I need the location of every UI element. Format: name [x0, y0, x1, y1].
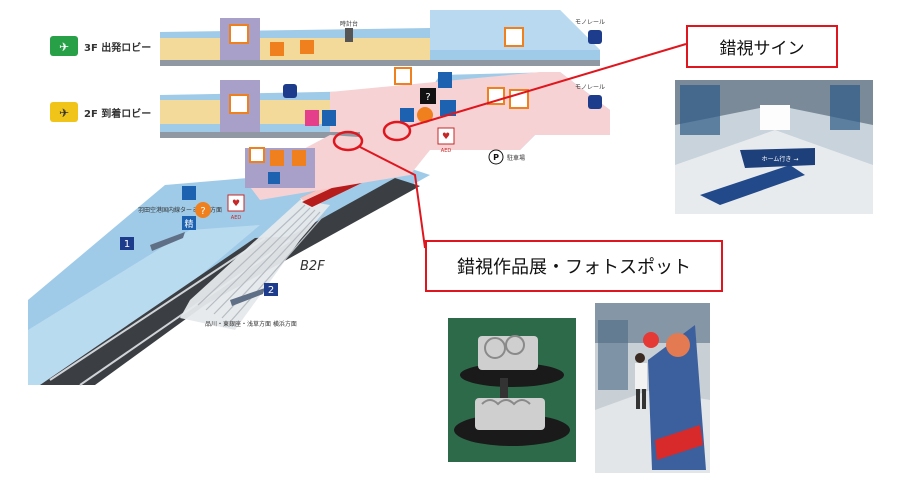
- 2f-help-icon: [417, 107, 433, 123]
- platform-1-destination: 羽田空港国内線ターミナル方面: [138, 206, 222, 214]
- 3f-floor-label: 3F 出発ロビー: [84, 41, 151, 54]
- photo-illusion-objects: [448, 318, 576, 462]
- 3f-departure-badge: [50, 36, 78, 56]
- 3f-shop-icon: [229, 24, 249, 44]
- illusion-sign-callout: 錯視サイン: [686, 25, 838, 68]
- platform-2-destination: 品川・東銀座・浅草方面 横浜方面: [205, 320, 297, 328]
- sign-callout-line: [407, 43, 687, 128]
- accessible-info-icon: [182, 186, 196, 200]
- aed-label-left: AED: [231, 215, 242, 221]
- svg-text:?: ?: [425, 92, 430, 103]
- 2f-floor-label: 2F 到着ロビー: [84, 107, 151, 120]
- 2f-info-icon: [438, 72, 452, 88]
- svg-text:P: P: [493, 153, 499, 162]
- lower-toilet-icon-b: [292, 150, 306, 166]
- 2f-info-desk-icon: [400, 108, 414, 122]
- photo-photospot-person: [595, 303, 710, 473]
- 2f-arrival-badge: [50, 102, 78, 122]
- b2f-platform-area: 1 羽田空港国内線ターミナル方面 2 品川・東銀座・浅草方面 横浜方面 B2F …: [28, 165, 430, 386]
- 2f-arrival-lobby: ? ♥ AED モノレール P 駐車場: [160, 67, 610, 165]
- lower-toilet-icon: [270, 150, 284, 166]
- platform-1-badge: [120, 237, 134, 250]
- 2f-accessible-icon: [440, 100, 456, 116]
- illusion-exhibit-callout: 錯視作品展・フォトスポット: [425, 240, 723, 292]
- 3f-shop-icon-east: [504, 27, 524, 47]
- parking-icon: [488, 149, 504, 165]
- question-info-icon: [195, 202, 211, 218]
- 2f-bus-icon: [283, 84, 297, 98]
- aed-label-right: AED: [441, 148, 452, 154]
- 3f-departure-lobby: 時計台 モノレール: [160, 10, 605, 66]
- 2f-question-icon: [420, 88, 436, 104]
- photo-illusion-sign-corridor: ホーム行き →: [675, 80, 873, 214]
- photospot-train-art: [655, 425, 703, 460]
- monorail-icon-top: [588, 30, 602, 44]
- airplane-arrive-icon: ✈: [59, 106, 69, 120]
- 3f-escalator-icon: [300, 40, 314, 54]
- illusion-exhibit-callout-text: 錯視作品展・フォトスポット: [457, 257, 691, 278]
- clock-tower-icon: [345, 28, 353, 42]
- info-desk-icon: [182, 216, 196, 230]
- illusion-sign-callout-text: 錯視サイン: [719, 39, 805, 59]
- 2f-escalator-icon: [394, 67, 412, 85]
- svg-text:?: ?: [200, 206, 205, 217]
- illusion-sign-board: [740, 148, 815, 168]
- exhibit-location-marker: [332, 130, 364, 152]
- 3f-toilet-icon: [270, 42, 284, 56]
- monorail-label-mid: モノレール: [575, 84, 605, 91]
- monorail-icon-mid: [588, 95, 602, 109]
- platform-1-number: 1: [124, 239, 130, 250]
- exhibit-callout-line: [359, 146, 426, 249]
- parking-label: 駐車場: [507, 154, 525, 162]
- svg-text:♥: ♥: [232, 199, 240, 209]
- svg-text:♥: ♥: [442, 132, 450, 142]
- platform-2-number: 2: [268, 285, 274, 296]
- 2f-toilet-icon-a: [305, 110, 319, 126]
- aed-icon-left: [227, 194, 245, 212]
- b2f-floor-label: B2F: [300, 259, 325, 274]
- aed-icon-right: [437, 127, 455, 145]
- airplane-depart-icon: ✈: [59, 40, 69, 54]
- svg-text:精: 精: [184, 218, 193, 230]
- sign-location-marker: [382, 120, 412, 142]
- phone-icon: [268, 172, 280, 184]
- person-head: [635, 353, 645, 363]
- monorail-label-top: モノレール: [575, 19, 605, 26]
- sign-board-text: ホーム行き →: [762, 155, 799, 163]
- 2f-shop-icon: [229, 94, 249, 114]
- person-body: [635, 363, 647, 389]
- clock-tower-label: 時計台: [340, 20, 358, 28]
- platform-2-badge: [264, 283, 278, 296]
- 2f-toilet-icon-b: [322, 110, 336, 126]
- lower-escalator-icon: [249, 147, 265, 163]
